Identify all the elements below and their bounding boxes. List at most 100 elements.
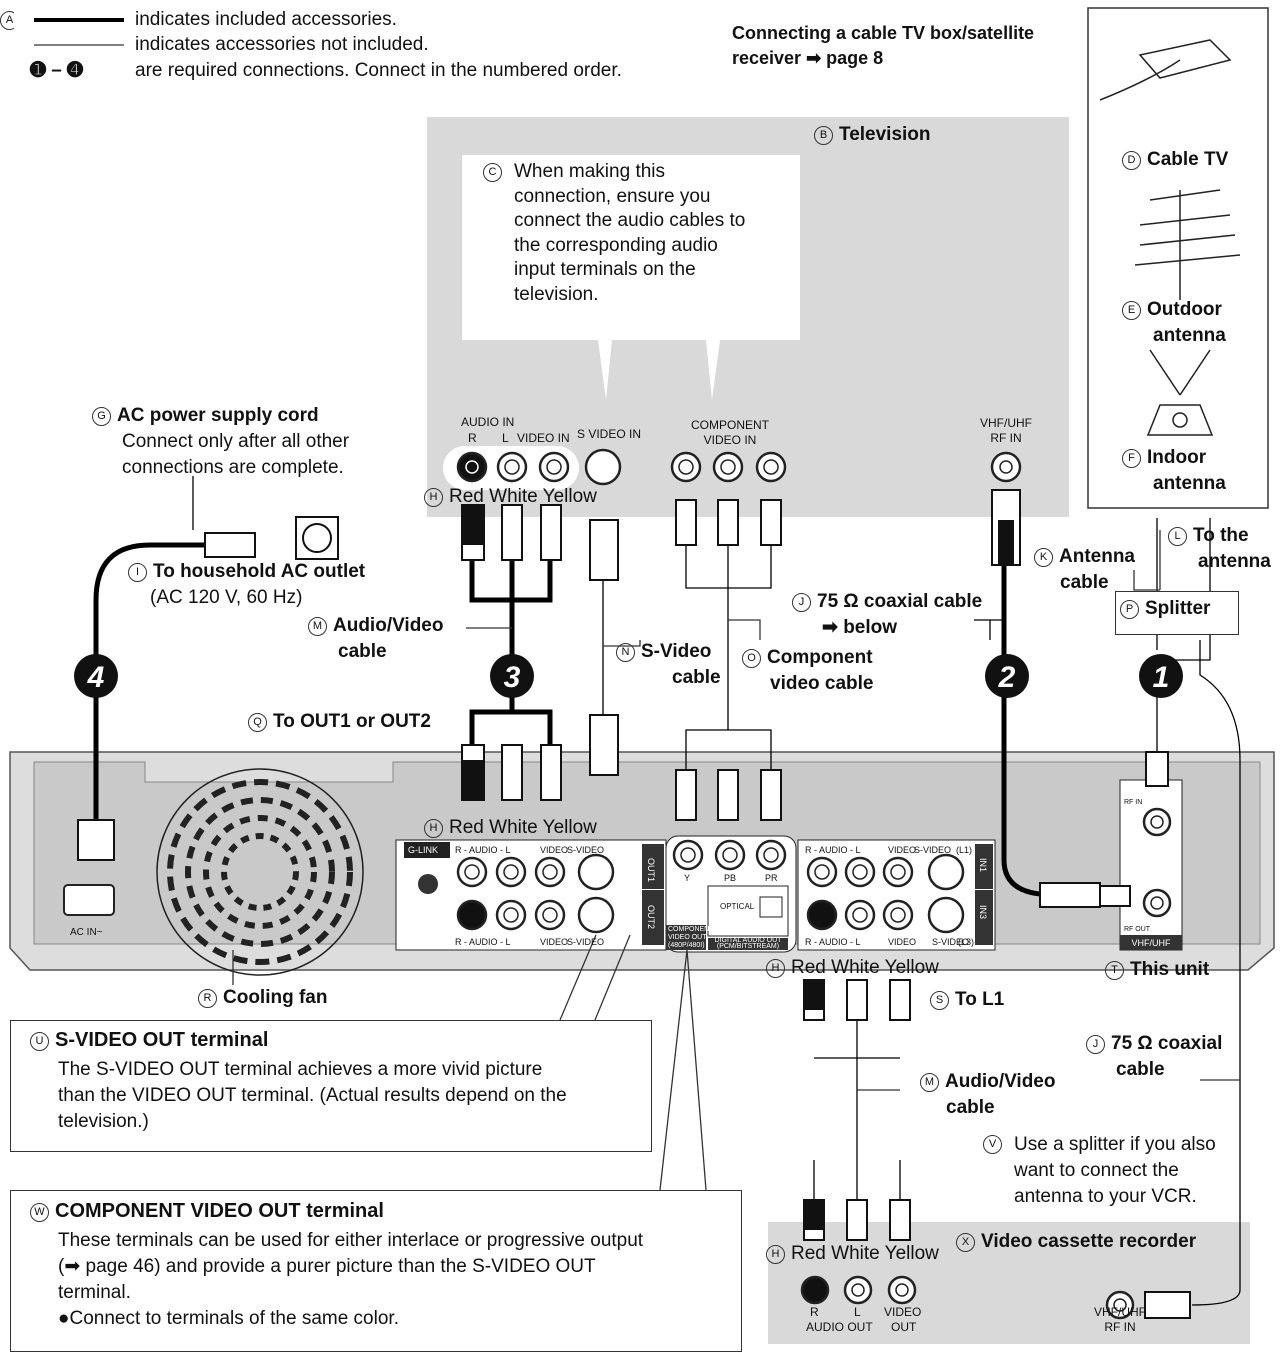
splitter-marker: P <box>1120 600 1139 619</box>
av-cable-l1: Audio/Video <box>333 615 444 636</box>
svideo-box-marker: U <box>30 1032 49 1051</box>
television-marker: B <box>814 126 833 145</box>
coax-marker: J <box>792 593 811 612</box>
this-unit-marker: T <box>1105 961 1124 980</box>
to-l1-label: To L1 <box>955 989 1005 1010</box>
out-video-label-2: VIDEO <box>540 937 569 947</box>
splitter-note-marker: V <box>983 1135 1002 1154</box>
vcr-label: Video cassette recorder <box>981 1231 1197 1252</box>
tv-video-in: VIDEO IN <box>517 431 570 445</box>
tv-l: L <box>502 431 509 445</box>
antenna-drawings <box>1099 39 1241 436</box>
fan-marker: R <box>198 989 217 1008</box>
out-svideo-label: S-VIDEO <box>567 845 605 855</box>
in-terminal-panel <box>797 839 996 951</box>
av-cable-2-l1: Audio/Video <box>945 1071 1056 1092</box>
component-box-marker: W <box>30 1203 49 1222</box>
legend-numbers-desc: are required connections. Connect in the… <box>135 60 622 81</box>
component-box-title: COMPONENT VIDEO OUT terminal <box>55 1200 384 1222</box>
to-antenna-marker: L <box>1168 527 1187 546</box>
out-video-label: VIDEO <box>540 845 569 855</box>
to-out-label: To OUT1 or OUT2 <box>273 711 431 732</box>
colors-label-4: Red White Yellow <box>791 1243 939 1264</box>
outlet-label: To household AC outlet <box>153 561 366 582</box>
h-marker-2: H <box>424 819 443 838</box>
in-audio-label-2: R - AUDIO - L <box>805 937 861 947</box>
outlet-spec: (AC 120 V, 60 Hz) <box>150 587 303 608</box>
out-audio-label: R - AUDIO - L <box>455 845 511 855</box>
h-marker-1: H <box>424 488 443 507</box>
svideo-cable-l2: cable <box>672 667 721 688</box>
antenna-sources-box <box>1087 7 1269 509</box>
to-antenna-l2: antenna <box>1198 551 1271 572</box>
rf-terminal-panel <box>1119 779 1183 951</box>
coax-label-2a: 75 Ω coaxial <box>1111 1033 1223 1054</box>
av-cable-marker: M <box>308 617 327 636</box>
tv-rf2: RF IN <box>990 431 1022 445</box>
to-l1-marker: S <box>930 991 949 1010</box>
vhf-uhf-label: VHF/UHF <box>1131 938 1171 948</box>
in3-label: IN3 <box>978 905 988 920</box>
av-cable-l2: cable <box>338 641 387 662</box>
out-svideo-label-2: S-VIDEO <box>567 937 605 947</box>
to-antenna-l1: To the <box>1193 525 1249 546</box>
cable-tv-marker: D <box>1122 151 1141 170</box>
vcr-video: VIDEO <box>884 1305 922 1319</box>
coax-marker-2: J <box>1086 1035 1105 1054</box>
outdoor-marker: E <box>1122 301 1141 320</box>
ac-cord-label: AC power supply cord <box>117 405 319 426</box>
component-cable-l1: Component <box>767 647 873 668</box>
vcr-l: L <box>854 1305 861 1319</box>
component-out-box <box>10 1190 742 1352</box>
indoor-label2: antenna <box>1153 473 1226 494</box>
ac-in-label: AC IN~ <box>70 927 103 938</box>
in-video-label-2: VIDEO <box>888 937 917 947</box>
indoor-label: Indoor <box>1147 447 1207 468</box>
antenna-cable-l2: cable <box>1060 572 1109 593</box>
tv-component1: COMPONENT <box>691 418 769 432</box>
colors-label-1: Red White Yellow <box>449 486 597 507</box>
component-box-text: These terminals can be used for either i… <box>58 1230 644 1329</box>
comp-pr-label: PR <box>765 873 778 883</box>
in-video-label: VIDEO <box>888 845 917 855</box>
antenna-cable-marker: K <box>1034 548 1053 567</box>
tv-component2: VIDEO IN <box>703 433 757 447</box>
comp-pb-label: PB <box>724 873 737 883</box>
vcr-audio-out: AUDIO OUT <box>806 1320 873 1334</box>
out-terminal-panel <box>395 839 667 951</box>
av-cable-2-l2: cable <box>946 1097 995 1118</box>
splitter-label: Splitter <box>1145 598 1211 619</box>
g-link-label: G-LINK <box>408 845 439 855</box>
tv-r: R <box>468 431 477 445</box>
header-line2: receiver ➡ page 8 <box>732 48 884 68</box>
vcr-rf1: VHF/UHF <box>1094 1305 1146 1319</box>
legend-included: indicates included accessories. <box>135 9 397 30</box>
in-svideo-label: S-VIDEO <box>914 845 952 855</box>
legend-not-included: indicates accessories not included. <box>135 34 429 55</box>
outdoor-label2: antenna <box>1153 325 1226 346</box>
av-cable-marker-2: M <box>920 1073 939 1092</box>
in-svideo-label-2: S-VIDEO <box>932 937 970 947</box>
cable-tv-label: Cable TV <box>1147 149 1229 170</box>
rf-out-label: RF OUT <box>1124 926 1151 933</box>
antenna-cable-l1: Antenna <box>1059 546 1135 567</box>
out1-label: OUT1 <box>646 858 656 883</box>
optical-label: OPTICAL <box>720 902 755 911</box>
header-line1: Connecting a cable TV box/satellite <box>732 23 1035 43</box>
out-audio-label-2: R - AUDIO - L <box>455 937 511 947</box>
cooling-fan <box>156 768 364 976</box>
ac-cord-note2: connections are complete. <box>122 457 344 478</box>
svideo-out-box <box>10 1020 652 1152</box>
digital-out-label: DIGITAL AUDIO OUT(PCM/BITSTREAM) <box>714 937 782 950</box>
ac-cord-note1: Connect only after all other <box>122 431 350 452</box>
vcr-out: OUT <box>891 1320 917 1334</box>
comp-y-label: Y <box>684 873 691 883</box>
coax-sub: ➡ below <box>822 617 898 638</box>
component-cable-l2: video cable <box>770 673 874 694</box>
note-c-marker: C <box>483 160 508 183</box>
ac-cord-marker: G <box>92 407 111 426</box>
television-label: Television <box>839 124 931 145</box>
